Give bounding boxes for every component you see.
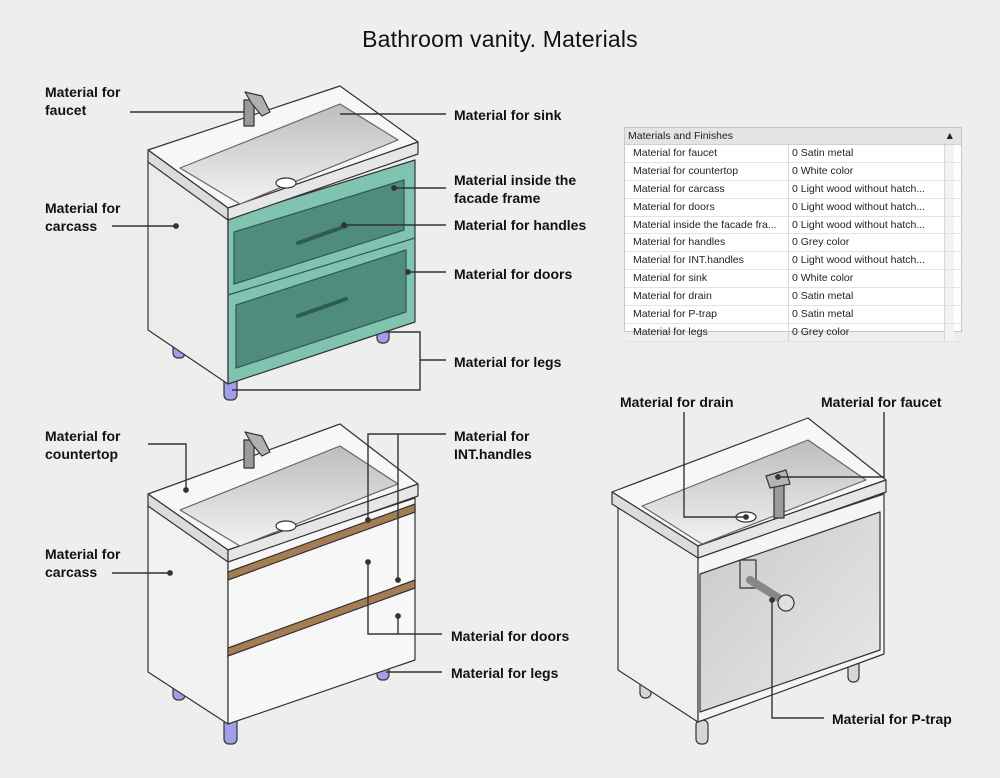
label-facade-frame: Material inside the facade frame (454, 172, 577, 206)
handle (296, 297, 348, 318)
value-picker-button[interactable] (944, 162, 954, 180)
label-countertop: Material for countertop (45, 428, 121, 462)
property-value[interactable]: 0 Light wood without hatch... (792, 218, 926, 231)
label-legs: Material for legs (451, 665, 559, 681)
label-int-handles: Material for INT.handles (454, 428, 532, 462)
value-picker-button[interactable] (944, 145, 954, 162)
property-value[interactable]: 0 Grey color (792, 325, 850, 338)
property-value[interactable]: 0 Satin metal (792, 290, 854, 303)
vanity-open-view (611, 417, 887, 745)
property-value[interactable]: 0 Light wood without hatch... (792, 254, 926, 267)
label-carcass: Material for carcass (45, 200, 121, 234)
vanity-top-view (147, 85, 419, 401)
value-picker-button[interactable] (944, 216, 954, 234)
property-name: Material for sink (625, 270, 789, 288)
label-faucet: Material for faucet (45, 84, 121, 118)
property-name: Material for drain (625, 288, 789, 306)
value-picker-button[interactable] (944, 198, 954, 216)
sink-basin (179, 103, 399, 205)
value-picker-button[interactable] (944, 306, 954, 323)
property-value[interactable]: 0 Light wood without hatch... (792, 200, 926, 213)
property-name: Material for handles (625, 234, 789, 252)
property-name: Material inside the facade fra... (625, 216, 789, 234)
vanity-bottom-view (147, 423, 419, 745)
label-faucet: Material for faucet (821, 394, 942, 410)
value-picker-button[interactable] (944, 288, 954, 306)
property-name: Material for INT.handles (625, 252, 789, 270)
int-handle-strip (227, 503, 416, 581)
panel-header[interactable]: Materials and Finishes ▲ (625, 128, 961, 145)
value-picker-button[interactable] (944, 323, 954, 341)
label-doors: Material for doors (454, 266, 573, 282)
value-picker-button[interactable] (944, 234, 954, 252)
property-value[interactable]: 0 White color (792, 272, 854, 285)
property-name: Material for faucet (625, 145, 789, 162)
property-value[interactable]: 0 Satin metal (792, 147, 854, 159)
property-name: Material for P-trap (625, 306, 789, 323)
collapse-icon[interactable]: ▲ (944, 130, 955, 142)
handle (296, 224, 348, 245)
label-handles: Material for handles (454, 217, 587, 233)
property-value[interactable]: 0 Light wood without hatch... (792, 182, 926, 195)
label-doors: Material for doors (451, 628, 570, 644)
label-sink: Material for sink (454, 107, 562, 123)
value-picker-button[interactable] (944, 180, 954, 198)
value-picker-button[interactable] (944, 252, 954, 270)
property-name: Material for countertop (625, 162, 789, 180)
materials-properties-panel: Materials and Finishes ▲ Material for fa… (624, 127, 962, 342)
property-name: Material for doors (625, 198, 789, 216)
label-carcass: Material for carcass (45, 546, 121, 580)
property-name: Material for carcass (625, 180, 789, 198)
label-drain: Material for drain (620, 394, 734, 410)
panel-header-title: Materials and Finishes (628, 130, 734, 142)
label-ptrap: Material for P-trap (832, 711, 952, 727)
property-value[interactable]: 0 Satin metal (792, 308, 854, 321)
property-row[interactable]: Material inside the facade fra...0 Light… (625, 216, 961, 235)
value-picker-button[interactable] (944, 270, 954, 288)
property-name: Material for legs (625, 323, 789, 341)
property-value[interactable]: 0 White color (792, 164, 854, 177)
leader-lines (112, 111, 885, 719)
page-title: Bathroom vanity. Materials (362, 26, 638, 52)
drain (275, 177, 297, 189)
label-legs: Material for legs (454, 354, 562, 370)
facade-frame-upper (233, 179, 405, 285)
property-value[interactable]: 0 Grey color (792, 236, 850, 249)
